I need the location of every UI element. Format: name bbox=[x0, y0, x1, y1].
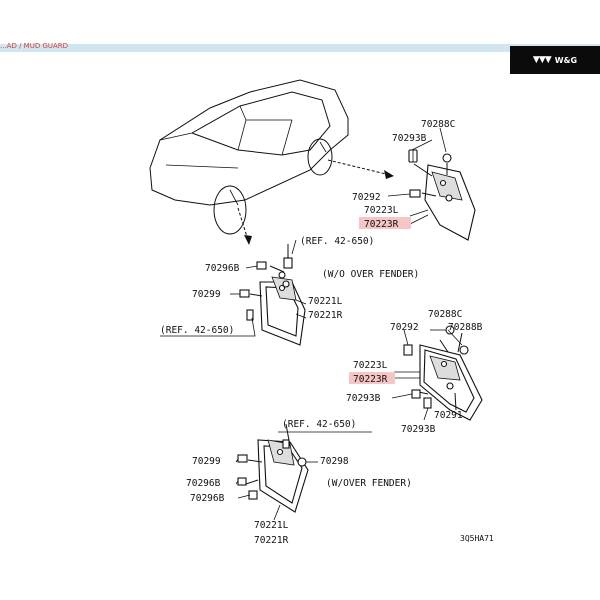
ref2-leader bbox=[160, 317, 256, 337]
clip-70288c-a bbox=[442, 153, 452, 163]
highlight-70223r-a bbox=[359, 217, 411, 229]
label-70296b-a: 70296B bbox=[205, 263, 240, 274]
rear-mudguard-upper bbox=[413, 163, 476, 241]
label-70293b-a: 70293B bbox=[392, 133, 427, 144]
highlight-70223r-b bbox=[349, 372, 395, 384]
label-ref2: (REF. 42-650) bbox=[160, 325, 234, 336]
label-70223l-b: 70223L bbox=[353, 360, 388, 371]
label-70221r-a: 70221R bbox=[308, 310, 343, 321]
label-70293b-b: 70293B bbox=[346, 393, 381, 404]
label-70296b-b: 70296B bbox=[186, 478, 221, 489]
car-illustration bbox=[149, 79, 349, 235]
screw-pair-a bbox=[278, 271, 290, 288]
rear-mudguard-lower bbox=[413, 332, 483, 421]
screw-70296b-b bbox=[237, 477, 247, 486]
leader-lines bbox=[230, 127, 463, 521]
label-70221l-a: 70221L bbox=[308, 296, 343, 307]
screw-70299-b bbox=[237, 454, 248, 463]
screw-70299-a bbox=[239, 289, 250, 298]
label-diagram-code: 3Q5HA71 bbox=[460, 534, 494, 543]
arrow-rear bbox=[327, 159, 394, 179]
label-ref3: (REF. 42-650) bbox=[282, 419, 356, 430]
label-70298: 70298 bbox=[320, 456, 349, 467]
arrow-front bbox=[237, 207, 252, 245]
front-mudguard-upper bbox=[249, 244, 306, 346]
label-ref1: (REF. 42-650) bbox=[300, 236, 374, 247]
clip-top-a bbox=[283, 257, 293, 269]
label-70293b-c: 70293B bbox=[401, 424, 436, 435]
wings-icon: ▼▼▼ bbox=[532, 55, 552, 65]
clip-70298 bbox=[297, 457, 307, 467]
screw-70293b-a bbox=[408, 149, 418, 163]
screw-70292-a bbox=[409, 189, 421, 198]
label-70292-b: 70292 bbox=[390, 322, 419, 333]
label-w-fender: (W/OVER FENDER) bbox=[326, 478, 412, 489]
label-70296b-c: 70296B bbox=[190, 493, 225, 504]
label-70288b: 70288B bbox=[448, 322, 483, 333]
label-70223r-b: 70223R bbox=[353, 374, 388, 385]
label-wo-fender: (W/O OVER FENDER) bbox=[322, 269, 419, 280]
screw-70296b-c bbox=[248, 490, 258, 500]
breadcrumb: ...AD / MUD GUARD bbox=[0, 42, 69, 50]
top-bar: ...AD / MUD GUARD bbox=[0, 42, 600, 52]
screw-70296b-a bbox=[256, 261, 267, 270]
label-70288c-a: 70288C bbox=[421, 119, 455, 130]
clip-70288b bbox=[459, 345, 469, 355]
label-70288c-b: 70288C bbox=[428, 309, 462, 320]
label-70223l-a: 70223L bbox=[364, 205, 399, 216]
screw-70292-b bbox=[403, 344, 413, 356]
label-70221r-b: 70221R bbox=[254, 535, 289, 546]
bolt-ref-a bbox=[246, 309, 254, 321]
label-70299-b: 70299 bbox=[192, 456, 221, 467]
screw-70293b-b bbox=[411, 389, 421, 399]
label-70292-a: 70292 bbox=[352, 192, 381, 203]
bolt-ref-b bbox=[282, 439, 290, 449]
label-70299-a: 70299 bbox=[192, 289, 221, 300]
screw-70293b-c bbox=[423, 397, 432, 409]
brand-logo: ▼▼▼ W&G bbox=[510, 46, 600, 74]
ref1-leader bbox=[291, 239, 297, 255]
label-70221l-b: 70221L bbox=[254, 520, 289, 531]
label-70223r-a: 70223R bbox=[364, 219, 399, 230]
logo-text: W&G bbox=[554, 55, 578, 65]
label-70291: 70291 bbox=[434, 410, 463, 421]
